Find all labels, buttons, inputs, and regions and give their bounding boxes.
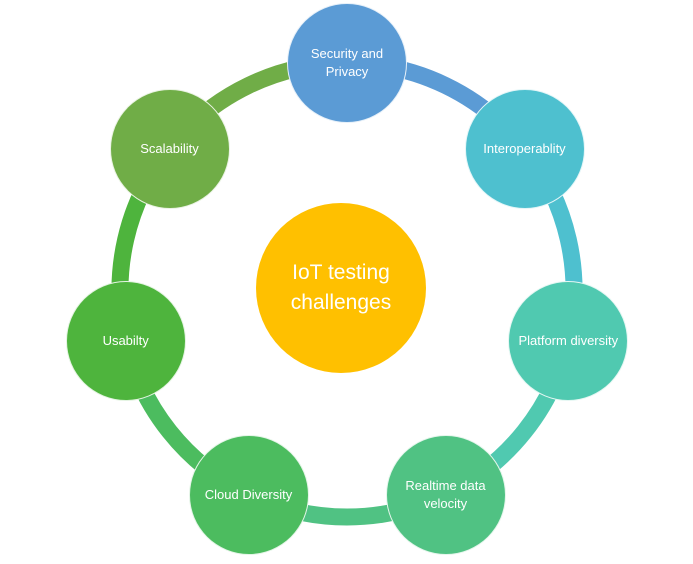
node-label: Interoperablity xyxy=(483,140,566,156)
node-label: Cloud Diversity xyxy=(204,486,293,502)
node-scalability: Scalability xyxy=(109,88,230,209)
node-realtime-data-velocity: Realtime data velocity xyxy=(385,434,506,555)
node-label: Realtime data velocity xyxy=(405,477,486,511)
node-label: Security and Privacy xyxy=(310,46,384,79)
node-label: Usabilty xyxy=(102,332,149,348)
node-usabilty: Usabilty xyxy=(65,280,186,401)
node-label: Platform diversity xyxy=(518,332,619,348)
node-label: Scalability xyxy=(140,140,199,156)
node-cloud-diversity: Cloud Diversity xyxy=(188,434,309,555)
node-interoperablity: Interoperablity xyxy=(464,88,585,209)
node-platform-diversity: Platform diversity xyxy=(508,280,629,401)
center-node: IoT testing challenges xyxy=(256,203,426,373)
center-node-label: IoT testing challenges xyxy=(290,260,392,314)
node-security-and-privacy: Security and Privacy xyxy=(287,3,407,123)
